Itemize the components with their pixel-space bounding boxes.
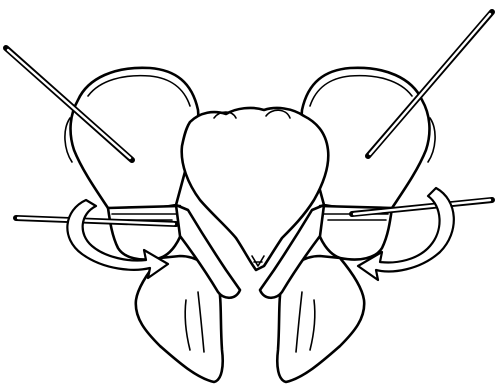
pelvis-drawing [0, 0, 500, 389]
pelvis-diagram [0, 0, 500, 389]
